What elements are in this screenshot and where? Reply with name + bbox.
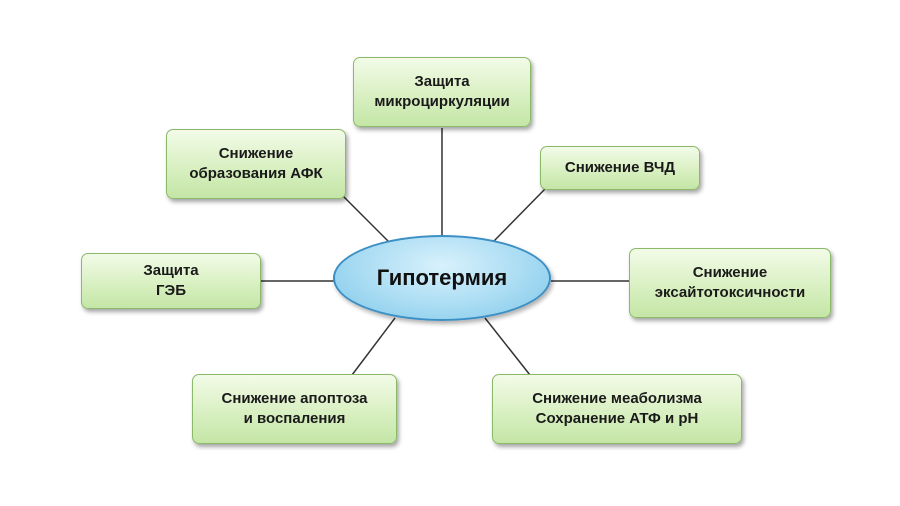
node-excitotoxicity: Снижение эксайтотоксичности <box>629 248 831 318</box>
node-geb: Защита ГЭБ <box>81 253 261 309</box>
center-node-label: Гипотермия <box>376 265 508 290</box>
node-metabolism: Снижение меаболизма Сохранение АТФ и рН <box>492 374 742 444</box>
node-vchd-label: Снижение ВЧД <box>564 159 676 176</box>
node-excitotoxicity-label: Снижение эксайтотоксичности <box>654 264 806 301</box>
node-afk-label: Снижение образования АФК <box>189 145 323 182</box>
connector-metabolism <box>484 317 531 376</box>
node-microcirculation: Защита микроциркуляции <box>353 57 531 127</box>
node-afk: Снижение образования АФК <box>166 129 346 199</box>
node-apoptosis-label: Снижение апоптоза и воспаления <box>221 390 368 427</box>
node-apoptosis: Снижение апоптоза и воспаления <box>192 374 397 444</box>
center-node: Гипотермия <box>333 235 551 321</box>
node-metabolism-label: Снижение меаболизма Сохранение АТФ и рН <box>532 390 702 427</box>
node-microcirculation-label: Защита микроциркуляции <box>374 73 510 110</box>
connector-afk <box>342 195 389 242</box>
node-vchd: Снижение ВЧД <box>540 146 700 190</box>
connector-vchd <box>493 188 546 242</box>
node-geb-label: Защита ГЭБ <box>143 262 199 299</box>
connector-apoptosis <box>351 317 396 376</box>
